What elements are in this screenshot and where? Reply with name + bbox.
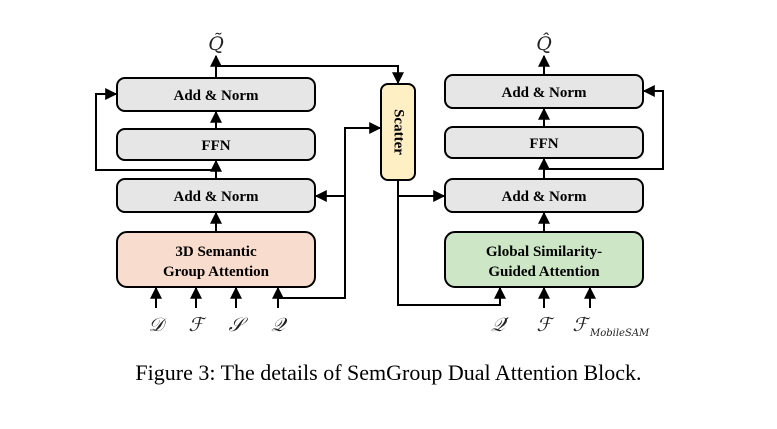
left-input-q: 𝒬 <box>271 314 288 336</box>
right-add-norm-top-label: Add & Norm <box>502 85 588 101</box>
right-residual-connection <box>544 85 664 170</box>
left-input-s: 𝒮 <box>229 314 249 336</box>
left-output-symbol: Q̃ <box>208 33 224 55</box>
figure-caption: Figure 3: The details of SemGroup Dual A… <box>135 360 642 385</box>
left-residual-connection <box>95 88 216 171</box>
left-add-norm-bottom-label: Add & Norm <box>174 189 260 205</box>
left-output-to-scatter <box>216 65 404 85</box>
left-input-f: ℱ <box>189 314 207 336</box>
scatter-module: Scatter <box>216 65 506 306</box>
semantic-attention-line2: Group Attention <box>163 264 270 280</box>
right-input-fmobilesam: ℱ <box>573 314 591 336</box>
right-input-f: ℱ <box>537 314 555 336</box>
q-input-to-scatter <box>278 122 382 299</box>
right-output-symbol: Q̂ <box>536 33 552 55</box>
right-input-qprime: 𝒬′ <box>491 314 510 336</box>
right-input-subscript: MobileSAM <box>589 328 650 339</box>
similarity-attention-line2: Guided Attention <box>488 264 600 280</box>
scatter-to-qprime-input <box>397 180 506 306</box>
right-block: Q̂ Add & Norm FFN Add & Norm Global Simi… <box>444 33 664 339</box>
right-add-norm-bottom-label: Add & Norm <box>502 189 588 205</box>
left-block: Q̃ Add & Norm FFN Add & Norm 3D Semantic… <box>95 33 316 336</box>
semantic-attention-line1: 3D Semantic <box>175 244 257 260</box>
scatter-label: Scatter <box>391 109 407 155</box>
right-ffn-label: FFN <box>529 136 558 152</box>
similarity-attention-line1: Global Similarity- <box>486 244 602 260</box>
left-input-d: 𝒟 <box>148 314 167 336</box>
left-ffn-label: FFN <box>201 138 230 154</box>
left-add-norm-top-label: Add & Norm <box>174 88 260 104</box>
